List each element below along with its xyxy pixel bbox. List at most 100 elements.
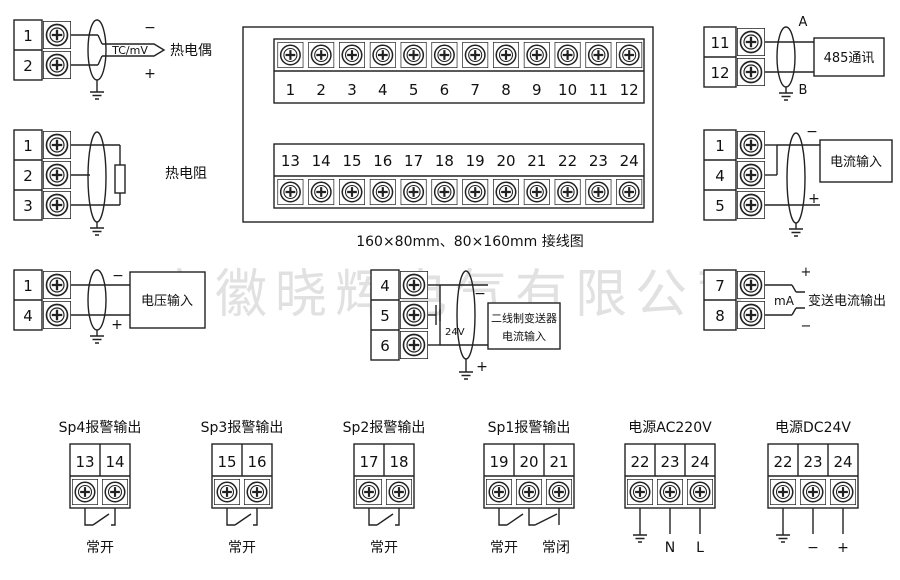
terminal-number: 12	[620, 81, 639, 99]
screw-terminal-icon	[737, 191, 765, 219]
terminal-number: 18	[389, 453, 408, 471]
screw-terminal-icon	[616, 42, 643, 68]
minus-sign: −	[801, 319, 812, 334]
alarm-title: Sp3报警输出	[201, 420, 284, 436]
screw-terminal-icon	[244, 479, 270, 505]
terminal-number: 24	[620, 152, 639, 170]
transmitter-label-line2: 电流输入	[502, 329, 546, 343]
screw-terminal-icon	[486, 479, 512, 505]
terminal-number: 3	[347, 81, 357, 99]
power-pin-label: −	[807, 540, 819, 556]
terminal-number: 1	[23, 277, 33, 295]
power-pin-label: +	[837, 540, 849, 556]
screw-terminal-icon	[616, 179, 643, 205]
terminal-number: 5	[409, 81, 419, 99]
terminal-number: 8	[715, 307, 725, 325]
screw-terminal-icon	[546, 479, 572, 505]
screw-terminal-icon	[462, 42, 489, 68]
transmitter-label-line1: 二线制变送器	[491, 311, 557, 325]
screw-terminal-icon	[400, 42, 427, 68]
sensor-name: 热电阻	[165, 166, 207, 182]
screw-terminal-icon	[657, 479, 683, 505]
terminal-number: 14	[105, 453, 124, 471]
contact-label: 常闭	[542, 540, 570, 556]
screw-terminal-icon	[43, 51, 71, 79]
screw-terminal-icon	[431, 42, 458, 68]
screw-terminal-icon	[462, 179, 489, 205]
terminal-number: 1	[715, 137, 725, 155]
screw-terminal-icon	[523, 42, 550, 68]
terminal-number: 22	[558, 152, 577, 170]
screw-terminal-icon	[400, 331, 428, 359]
terminal-number: 24	[833, 453, 852, 471]
alarm-title: Sp4报警输出	[59, 420, 142, 436]
supply-label: 24V	[445, 327, 465, 338]
screw-terminal-icon	[400, 271, 428, 299]
alarm-title: Sp1报警输出	[488, 420, 571, 436]
terminal-number: 1	[286, 81, 296, 99]
screw-terminal-icon	[737, 271, 765, 299]
terminal-number: 21	[549, 453, 568, 471]
rs485-diagram: 11 12 A B 485通讯	[703, 15, 885, 101]
screw-terminal-icon	[214, 479, 240, 505]
terminal-number: 15	[342, 152, 361, 170]
terminal-number: 11	[710, 34, 729, 52]
screw-terminal-icon	[400, 301, 428, 329]
sensor-name: 热电偶	[170, 43, 212, 59]
screw-terminal-icon	[585, 42, 612, 68]
line-a-label: A	[799, 15, 808, 30]
sensor-label: TC/mV	[111, 44, 148, 57]
terminal-number: 14	[312, 152, 331, 170]
terminal-number: 7	[470, 81, 480, 99]
terminal-number: 16	[373, 152, 392, 170]
device-label: 电流输入	[830, 154, 882, 170]
plus-sign: +	[476, 359, 488, 375]
screw-terminal-icon	[400, 179, 427, 205]
terminal-number: 19	[489, 453, 508, 471]
screw-terminal-icon	[43, 131, 71, 159]
screw-terminal-icon	[43, 301, 71, 329]
screw-terminal-icon	[339, 179, 365, 205]
terminal-number: 17	[359, 453, 378, 471]
terminal-number: 8	[501, 81, 511, 99]
rtd-diagram: 1 2 3 热电阻	[13, 129, 207, 236]
terminal-number: 1	[23, 27, 33, 45]
alarm-title: Sp2报警输出	[343, 420, 426, 436]
terminal-number: 23	[803, 453, 822, 471]
terminal-number: 5	[380, 307, 390, 325]
screw-terminal-icon	[277, 179, 304, 205]
screw-terminal-icon	[277, 42, 304, 68]
terminal-number: 19	[466, 152, 485, 170]
plus-sign: +	[801, 265, 812, 280]
terminal-number: 12	[710, 64, 729, 82]
terminal-number: 17	[404, 152, 423, 170]
terminal-number: 20	[519, 453, 538, 471]
screw-terminal-icon	[102, 479, 128, 505]
screw-terminal-icon	[431, 179, 458, 205]
current-input-diagram: 1 4 5 − + 电流输入	[703, 124, 893, 237]
screw-terminal-icon	[737, 131, 765, 159]
terminal-number: 13	[75, 453, 94, 471]
terminal-number: 16	[247, 453, 266, 471]
plus-sign: +	[808, 191, 820, 207]
two-wire-transmitter-diagram: 4 5 6 24V − + 二线制变送器 电流输入	[370, 269, 561, 380]
power-pin-label: N	[665, 540, 675, 556]
terminal-number: 2	[23, 167, 33, 185]
device-label: 变送电流输出	[808, 293, 886, 309]
screw-terminal-icon	[386, 479, 412, 505]
terminal-number: 6	[440, 81, 450, 99]
power-title: 电源AC220V	[628, 420, 712, 436]
minus-sign: −	[806, 124, 818, 140]
screw-terminal-icon	[43, 161, 71, 189]
screw-terminal-icon	[72, 479, 98, 505]
terminal-number: 22	[630, 453, 649, 471]
screw-terminal-icon	[43, 271, 71, 299]
screw-terminal-icon	[43, 21, 71, 49]
screw-terminal-icon	[308, 42, 335, 68]
